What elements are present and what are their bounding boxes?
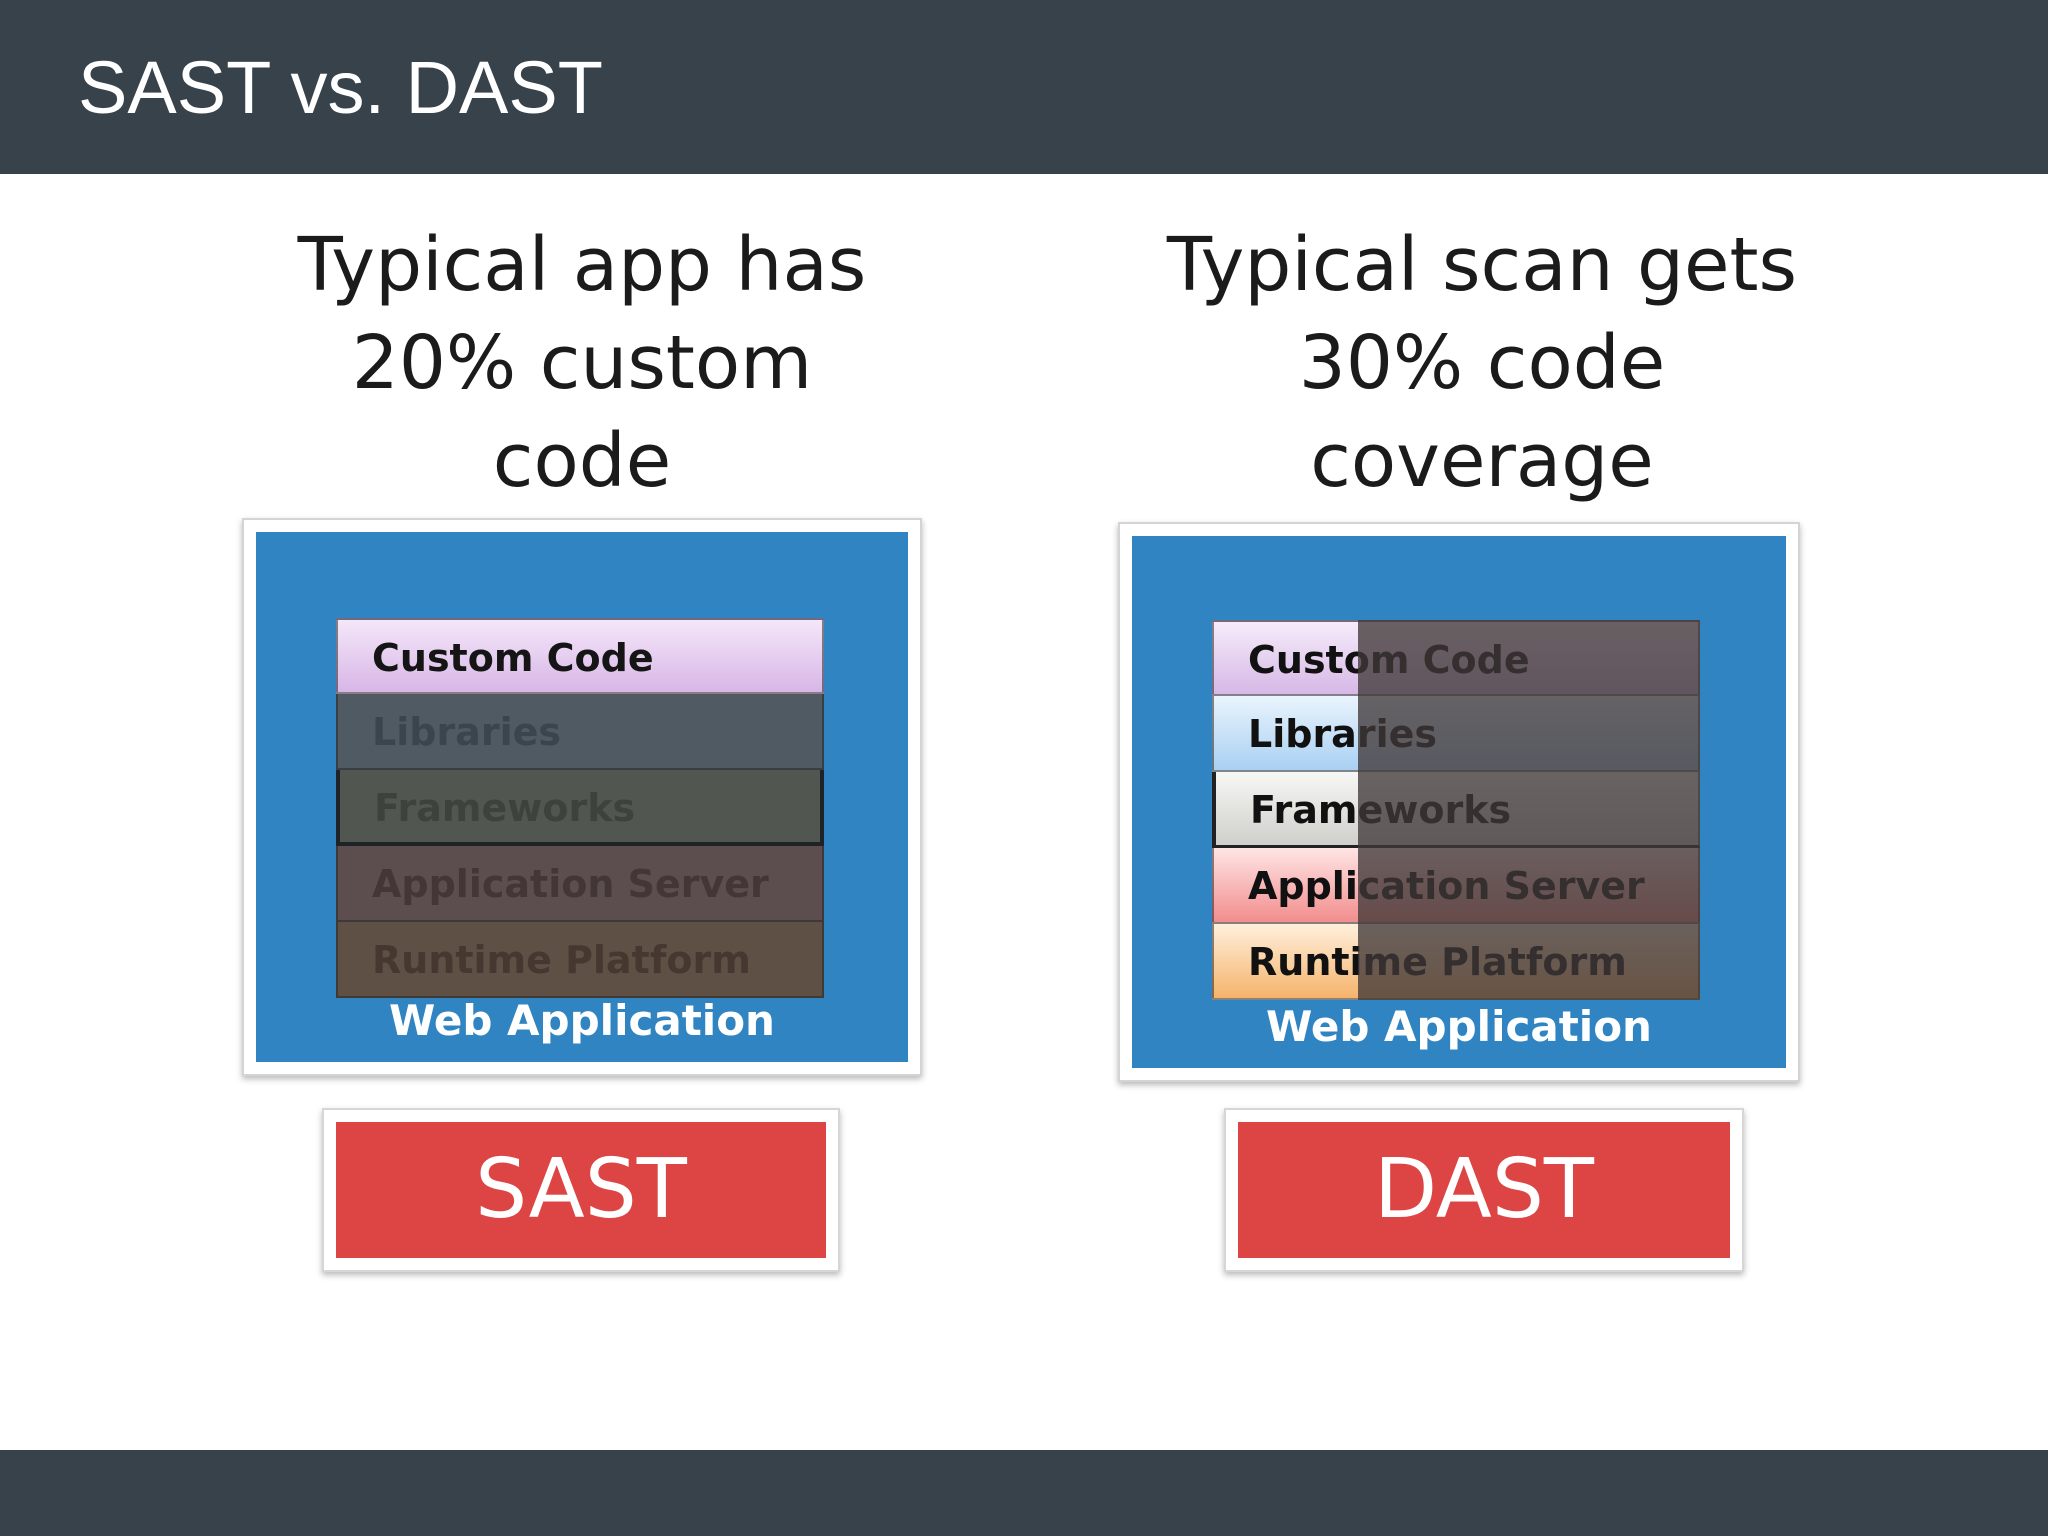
dast-layer-stack: Custom Code Libraries Frameworks Applica… — [1212, 620, 1700, 1000]
sast-layer-frameworks: Frameworks — [336, 770, 824, 846]
sast-layer-application-server: Application Server — [336, 846, 824, 922]
dast-layer-libraries: Libraries — [1212, 696, 1700, 772]
sast-heading: Typical app has 20% custom code — [192, 216, 972, 510]
dast-layer-frameworks: Frameworks — [1212, 772, 1700, 848]
dast-heading-line: Typical scan gets — [1166, 222, 1798, 308]
sast-heading-line: Typical app has — [297, 222, 867, 308]
slide-title: SAST vs. DAST — [78, 46, 603, 129]
sast-diagram-frame: Custom Code Libraries Frameworks Applica… — [242, 518, 922, 1076]
dast-badge-frame: DAST — [1224, 1108, 1744, 1272]
sast-badge-frame: SAST — [322, 1108, 840, 1272]
dast-web-application-box: Custom Code Libraries Frameworks Applica… — [1132, 536, 1786, 1068]
sast-layer-stack: Custom Code Libraries Frameworks Applica… — [336, 618, 824, 998]
footer-bar — [0, 1450, 2048, 1536]
dast-diagram-frame: Custom Code Libraries Frameworks Applica… — [1118, 522, 1800, 1082]
dast-layer-application-server: Application Server — [1212, 848, 1700, 924]
sast-layer-runtime-platform: Runtime Platform — [336, 922, 824, 998]
title-bar: SAST vs. DAST — [0, 0, 2048, 174]
sast-web-application-box: Custom Code Libraries Frameworks Applica… — [256, 532, 908, 1062]
dast-web-application-label: Web Application — [1266, 1002, 1652, 1051]
sast-web-application-label: Web Application — [389, 996, 775, 1045]
dast-heading-line: coverage — [1310, 418, 1654, 504]
dast-badge: DAST — [1238, 1122, 1730, 1258]
dast-layer-custom-code: Custom Code — [1212, 620, 1700, 696]
sast-heading-line: 20% custom — [351, 320, 813, 406]
dast-heading: Typical scan gets 30% code coverage — [1092, 216, 1872, 510]
sast-heading-line: code — [492, 418, 672, 504]
sast-layer-custom-code: Custom Code — [336, 618, 824, 694]
dast-heading-line: 30% code — [1298, 320, 1666, 406]
dast-layer-runtime-platform: Runtime Platform — [1212, 924, 1700, 1000]
sast-badge: SAST — [336, 1122, 826, 1258]
sast-layer-libraries: Libraries — [336, 694, 824, 770]
